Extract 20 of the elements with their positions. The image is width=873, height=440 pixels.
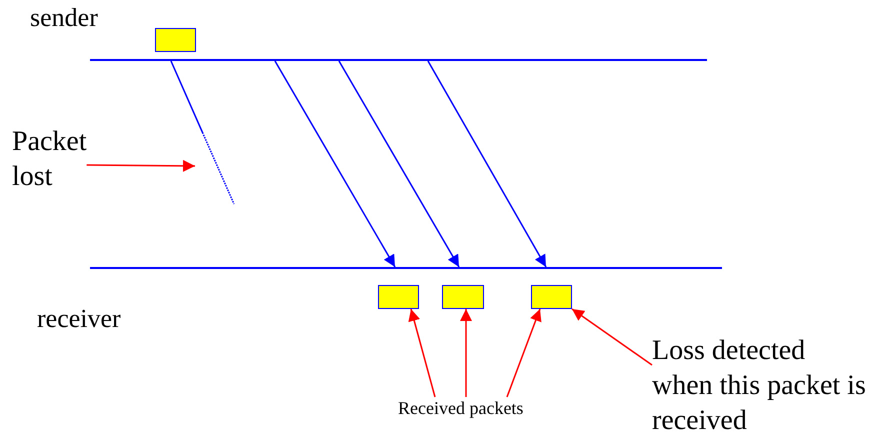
leader-arrow: [572, 308, 652, 366]
lost-packet-line: [170, 60, 235, 204]
actor-label: sender: [30, 2, 150, 34]
packet-box: [531, 285, 572, 309]
leader-arrow: [460, 309, 472, 397]
leader-arrow: [506, 308, 542, 398]
packet-arrow: [274, 60, 396, 268]
annotation-text: Received packets: [398, 397, 568, 420]
packet-box: [155, 28, 196, 52]
timeline: [90, 267, 722, 269]
packet-box: [378, 285, 419, 309]
packet-arrow: [338, 60, 460, 268]
timeline: [90, 59, 707, 61]
leader-arrow: [408, 308, 436, 398]
annotation-text: Packet lost: [12, 124, 87, 194]
packet-arrow: [427, 60, 547, 268]
pointer-arrow: [86, 160, 195, 172]
packet-box: [442, 285, 484, 309]
actor-label: receiver: [37, 303, 177, 336]
annotation-text: Loss detected when this packet is received: [652, 333, 867, 438]
